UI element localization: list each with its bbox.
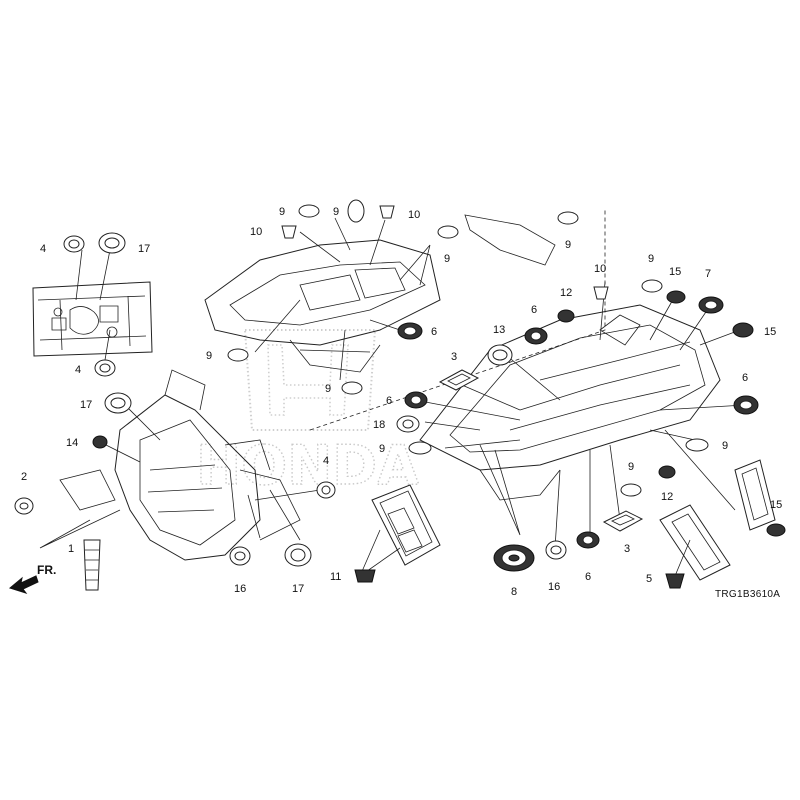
callout-number: 16 (548, 581, 560, 593)
plug-part-9 (341, 381, 363, 395)
seal-part-3 (438, 369, 480, 391)
callout-number: 10 (594, 263, 606, 275)
seal-part-3 (602, 510, 644, 532)
callout-number: 6 (742, 372, 748, 384)
plug-part-9 (641, 279, 663, 293)
grommet-part-6 (404, 391, 428, 409)
section-divider (309, 210, 606, 431)
callout-number: 9 (722, 440, 728, 452)
plug-part-9 (347, 199, 365, 223)
grommet-part-18 (396, 415, 420, 433)
clip-part-5 (665, 573, 685, 589)
boot-part-1 (83, 539, 101, 591)
plug-part-2 (14, 497, 34, 515)
grommet-part-6 (397, 322, 423, 340)
callout-number: 4 (75, 364, 81, 376)
callout-number: 9 (333, 206, 339, 218)
callout-number: 6 (431, 326, 437, 338)
callout-number: 9 (279, 206, 285, 218)
watermark-text: HONDA (196, 434, 419, 497)
clip-part-12 (557, 309, 575, 323)
callout-number: 9 (565, 239, 571, 251)
plug-part-9 (227, 348, 249, 362)
callout-number: 4 (40, 243, 46, 255)
front-floor-drawing (204, 214, 556, 373)
callout-number: 10 (250, 226, 262, 238)
clip-part-10 (593, 286, 609, 300)
callout-number: 15 (764, 326, 776, 338)
callout-number: 4 (323, 455, 329, 467)
clip-part-15 (732, 322, 754, 338)
callout-number: 3 (451, 351, 457, 363)
grommet-part-16 (229, 546, 251, 566)
grommet-part-4 (63, 235, 85, 253)
plug-part-9 (408, 441, 432, 455)
callout-number: 5 (646, 573, 652, 585)
callout-number: 15 (669, 266, 681, 278)
clip-part-11 (354, 569, 376, 583)
diagram-code: TRG1B3610A (715, 589, 780, 600)
callout-number: 16 (234, 583, 246, 595)
callout-number: 2 (21, 471, 27, 483)
callout-number: 17 (292, 583, 304, 595)
clip-part-10 (281, 225, 297, 239)
clip-part-12 (658, 465, 676, 479)
callout-number: 3 (624, 543, 630, 555)
side-sill-drawing (659, 459, 776, 581)
callout-number: 9 (444, 253, 450, 265)
plug-part-9 (437, 225, 459, 239)
callout-number: 9 (325, 383, 331, 395)
callout-number: 9 (206, 350, 212, 362)
grommet-part-8 (493, 544, 535, 572)
floor-panel-drawing (371, 484, 441, 566)
callout-number: 10 (408, 209, 420, 221)
bulkhead-detail-drawing (32, 281, 153, 357)
clip-part-10 (379, 205, 395, 219)
callout-number: 17 (138, 243, 150, 255)
callout-number: 11 (330, 571, 341, 583)
callout-number: 1 (68, 543, 74, 555)
callout-number: 12 (661, 491, 673, 503)
grommet-part-4 (94, 359, 116, 377)
plug-part-9 (685, 438, 709, 452)
grommet-part-13 (487, 344, 513, 366)
grommet-part-6 (524, 327, 548, 345)
callout-number: 8 (511, 586, 517, 598)
callout-number: 6 (531, 304, 537, 316)
watermark-logo (243, 329, 377, 431)
callout-number: 15 (770, 499, 782, 511)
grommet-part-4 (316, 481, 336, 499)
leader-lines (39, 217, 746, 577)
clip-part-15 (666, 290, 686, 304)
callout-number: 6 (386, 395, 392, 407)
callout-number: 13 (493, 324, 505, 336)
grommet-part-7 (698, 296, 724, 314)
grommet-part-17 (98, 232, 126, 254)
callout-number: 9 (379, 443, 385, 455)
callout-number: 6 (585, 571, 591, 583)
grommet-part-17 (104, 392, 132, 414)
front-direction-arrow (8, 575, 39, 594)
clip-part-15 (766, 523, 786, 537)
callout-number: 9 (628, 461, 634, 473)
grommet-part-16 (545, 540, 567, 560)
grommet-part-17 (284, 543, 312, 567)
plug-part-9 (298, 204, 320, 218)
grommet-part-6 (733, 395, 759, 415)
engine-compartment-drawing (59, 369, 301, 561)
callout-number: 17 (80, 399, 92, 411)
plug-part-9 (557, 211, 579, 225)
callout-number: 18 (373, 419, 385, 431)
callout-number: 12 (560, 287, 572, 299)
plug-part-14 (92, 435, 108, 449)
callout-number: 9 (648, 253, 654, 265)
grommet-part-6 (576, 531, 600, 549)
callout-number: 7 (705, 268, 711, 280)
plug-part-9 (620, 483, 642, 497)
front-direction-label: FR. (37, 563, 56, 577)
callout-number: 14 (66, 437, 78, 449)
